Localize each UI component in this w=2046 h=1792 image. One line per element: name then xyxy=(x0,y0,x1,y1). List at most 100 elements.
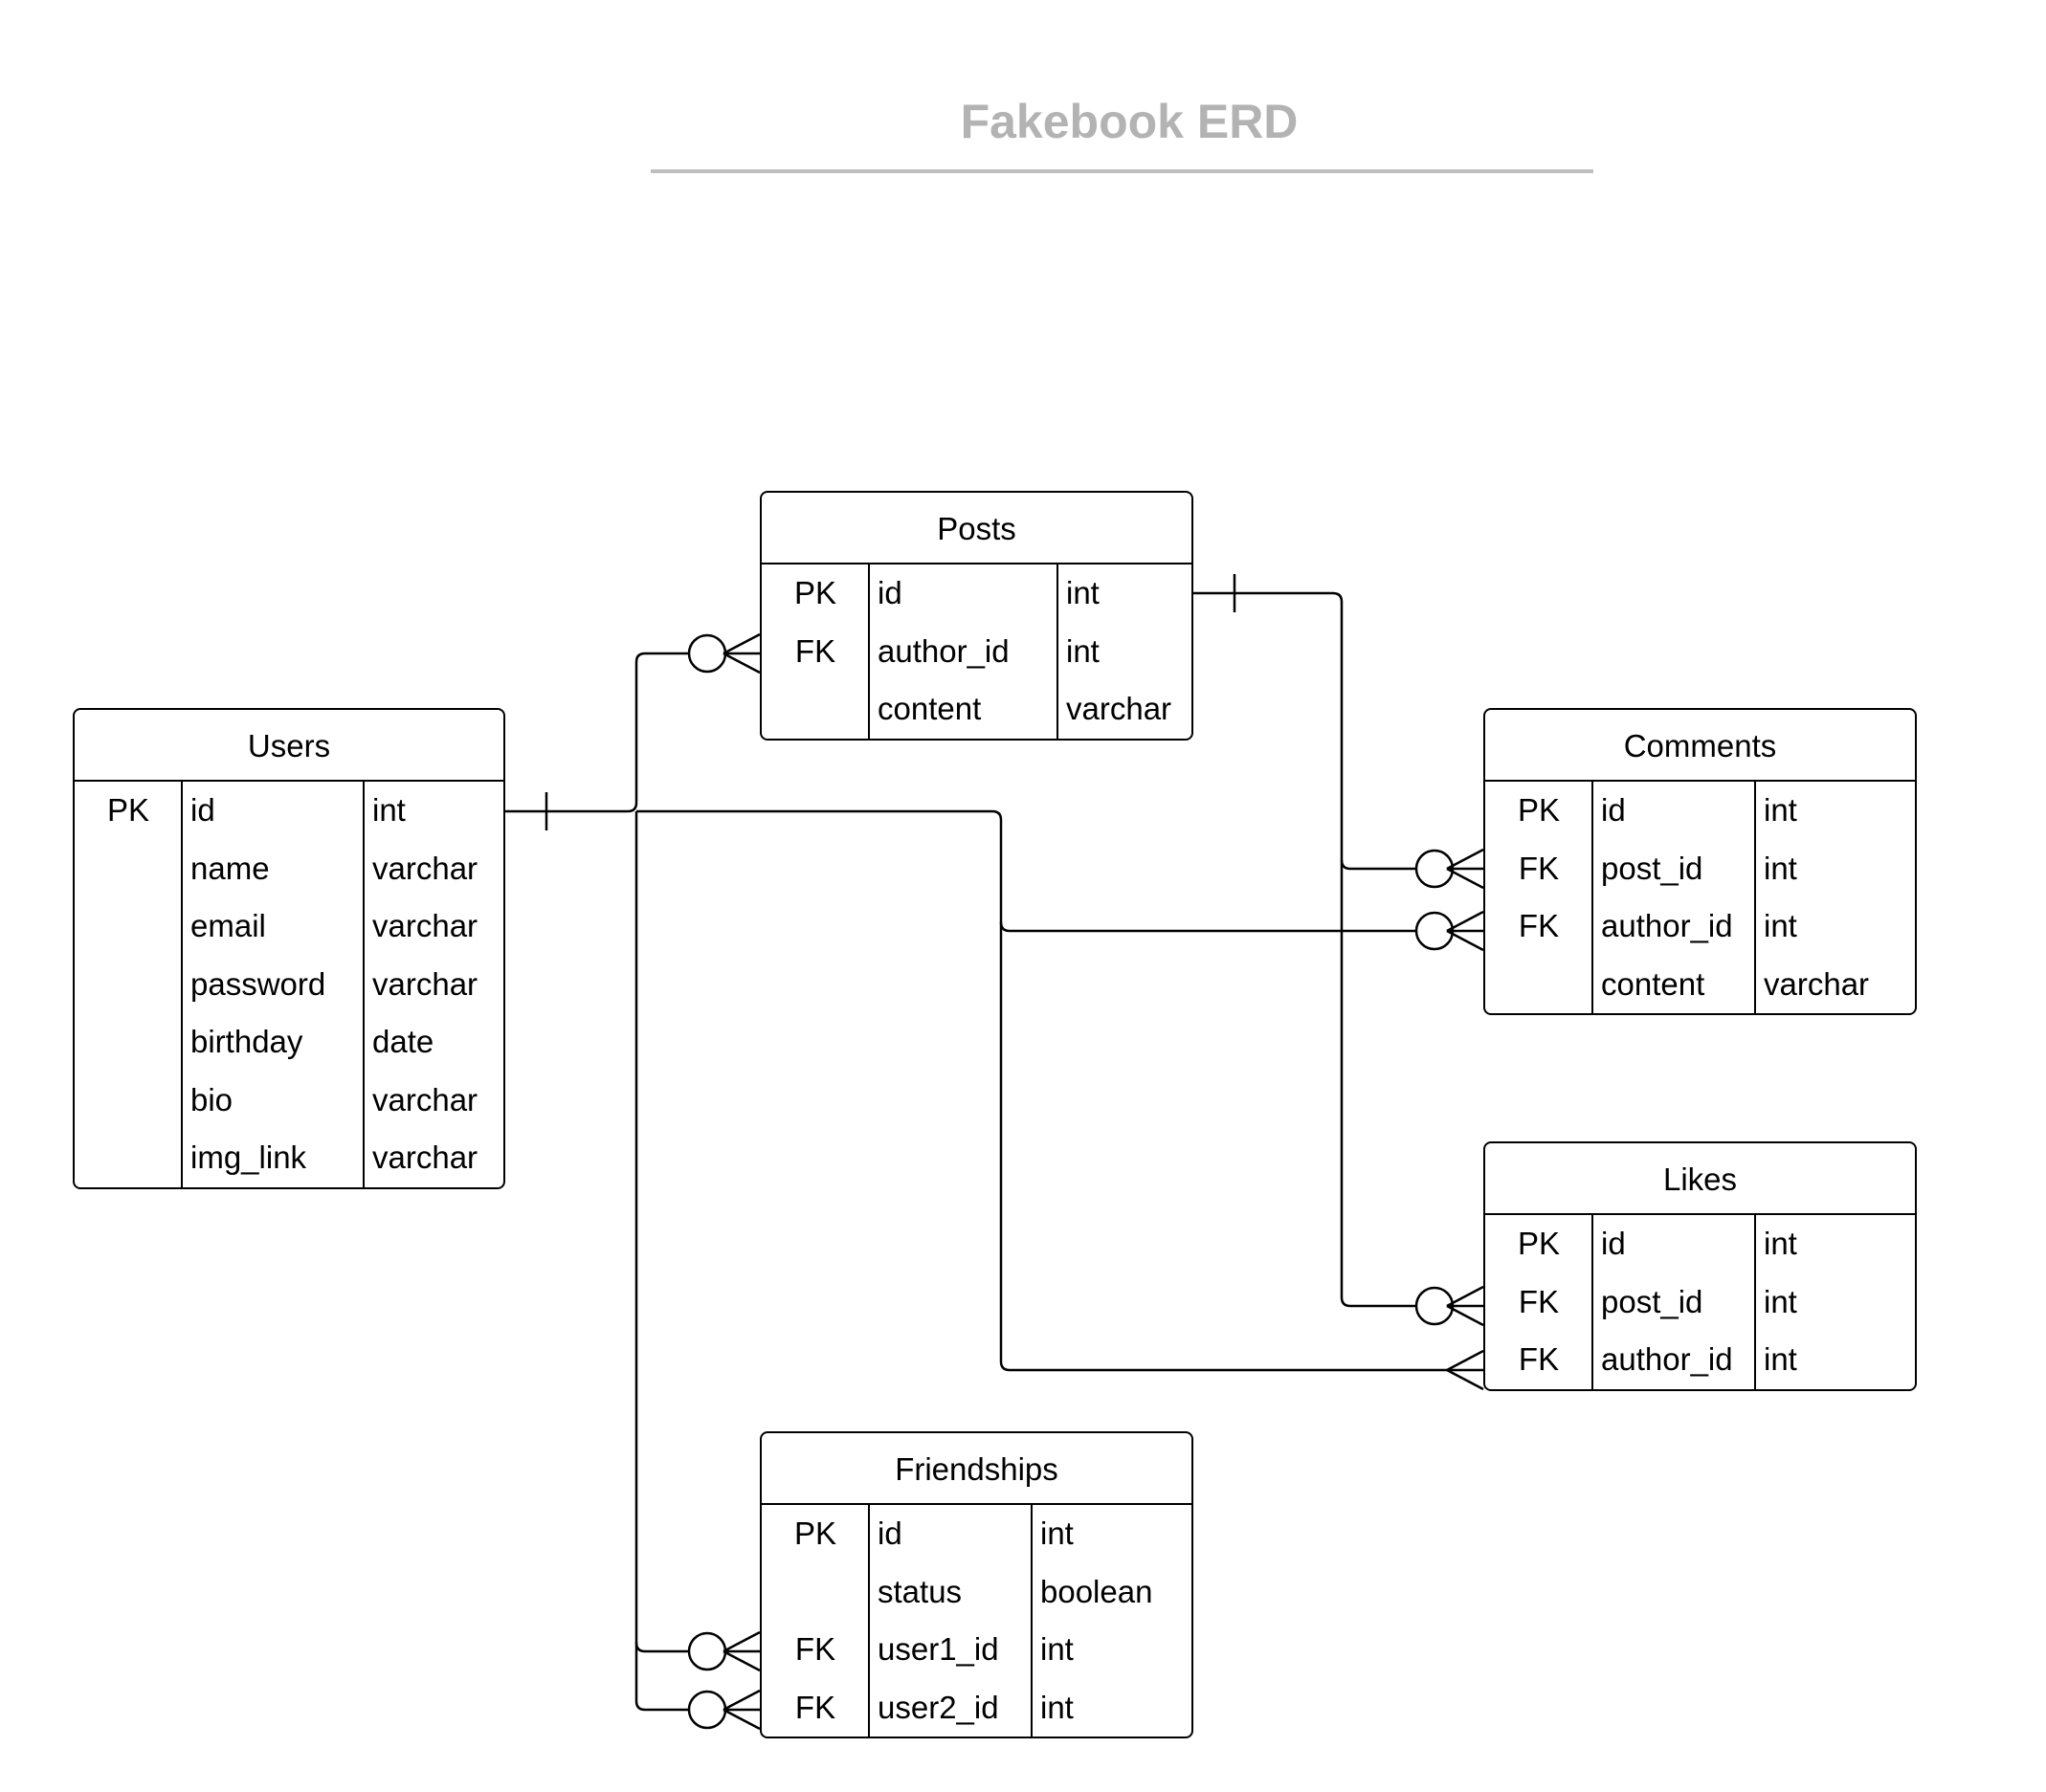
field-type-cell: varchar xyxy=(372,1139,478,1175)
key-cell: FK xyxy=(1518,1283,1560,1319)
field-name-cell: id xyxy=(1601,1226,1626,1261)
column-divider xyxy=(1591,1215,1593,1389)
field-name-cell: author_id xyxy=(1601,908,1733,943)
field-type-cell: date xyxy=(372,1024,434,1059)
field-type-cell: varchar xyxy=(1066,691,1172,726)
field-name-cell: status xyxy=(878,1573,963,1609)
field-type-cell: varchar xyxy=(1764,965,1870,1002)
entity-title: Comments xyxy=(1485,710,1915,782)
field-name-cell: name xyxy=(190,850,270,886)
key-cell xyxy=(75,1129,182,1187)
users-friendships-user1-connector xyxy=(634,811,689,1653)
field-name-cell: id xyxy=(1601,792,1626,828)
field-name-cell: bio xyxy=(190,1081,234,1117)
field-type-cell: int xyxy=(1066,632,1100,669)
title-underline xyxy=(651,169,1593,173)
field-row[interactable]: status boolean xyxy=(762,1563,1191,1622)
field-row[interactable]: img_link varchar xyxy=(75,1129,503,1187)
users-comments-connector xyxy=(636,809,1416,933)
key-cell xyxy=(75,956,182,1014)
users-likes-connector xyxy=(999,922,1447,1372)
users-posts-connector xyxy=(505,652,689,813)
many-crowfoot-icon xyxy=(723,1630,761,1672)
field-row[interactable]: PK id int xyxy=(1485,782,1915,840)
field-name-cell: id xyxy=(878,1515,902,1551)
field-name-cell: email xyxy=(190,908,266,943)
field-row[interactable]: PK id int xyxy=(1485,1215,1915,1273)
key-cell: PK xyxy=(793,1515,837,1551)
field-name-cell: author_id xyxy=(1601,1341,1733,1377)
posts-comments-connector xyxy=(1193,591,1416,871)
field-name-cell: content xyxy=(878,691,982,726)
zero-cardinality-circle xyxy=(687,633,727,674)
field-type-cell: int xyxy=(1040,1689,1074,1725)
field-type-cell: int xyxy=(1764,1341,1797,1377)
many-crowfoot-icon xyxy=(723,1689,761,1731)
field-row[interactable]: FK author_id int xyxy=(1485,897,1915,956)
column-divider xyxy=(363,782,365,1187)
key-cell xyxy=(762,680,869,739)
field-name-cell: content xyxy=(1601,965,1705,1002)
zero-cardinality-circle xyxy=(687,1690,727,1730)
key-cell: FK xyxy=(1518,850,1560,886)
field-name-cell: img_link xyxy=(190,1139,307,1175)
column-divider xyxy=(868,1505,870,1737)
key-cell xyxy=(75,897,182,956)
field-name-cell: password xyxy=(190,965,326,1002)
field-type-cell: int xyxy=(372,792,406,828)
field-row[interactable]: content varchar xyxy=(762,680,1191,739)
many-crowfoot-icon xyxy=(1446,910,1484,952)
field-type-cell: boolean xyxy=(1040,1573,1153,1609)
key-cell: FK xyxy=(794,1631,836,1667)
field-type-cell: int xyxy=(1764,908,1797,943)
key-cell xyxy=(75,1072,182,1130)
column-divider xyxy=(1031,1505,1033,1737)
key-cell: FK xyxy=(1518,908,1560,943)
many-crowfoot-icon xyxy=(723,632,761,675)
field-type-cell: int xyxy=(1764,850,1797,886)
field-type-cell: int xyxy=(1764,1226,1797,1261)
field-type-cell: varchar xyxy=(372,850,478,886)
field-type-cell: int xyxy=(1764,792,1797,828)
key-cell: PK xyxy=(1517,792,1561,828)
entity-title: Posts xyxy=(762,493,1191,564)
key-cell: PK xyxy=(1517,1226,1561,1261)
diagram-title: Fakebook ERD xyxy=(960,95,1299,148)
key-cell: FK xyxy=(794,632,836,669)
field-type-cell: int xyxy=(1066,575,1100,610)
entity-title: Likes xyxy=(1485,1143,1915,1215)
field-row[interactable]: name varchar xyxy=(75,840,503,898)
field-type-cell: varchar xyxy=(372,1081,478,1117)
many-crowfoot-icon xyxy=(1446,1285,1484,1327)
field-row[interactable]: bio varchar xyxy=(75,1072,503,1130)
column-divider xyxy=(1754,782,1756,1013)
field-name-cell: id xyxy=(190,792,215,828)
field-row[interactable]: content varchar xyxy=(1485,956,1915,1014)
key-cell: FK xyxy=(794,1689,836,1725)
entity-title: Friendships xyxy=(762,1433,1191,1505)
column-divider xyxy=(1591,782,1593,1013)
key-cell xyxy=(75,1013,182,1072)
